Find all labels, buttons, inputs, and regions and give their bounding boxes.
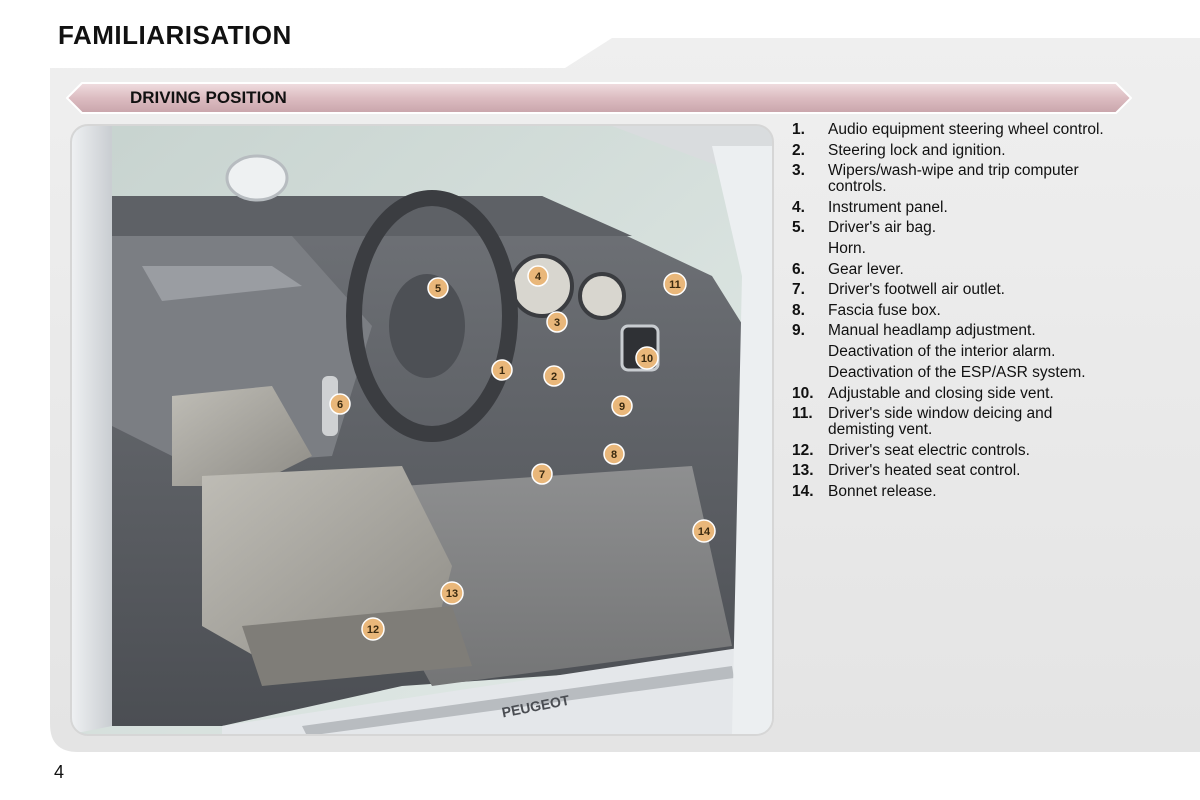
callout-5: 5 xyxy=(427,277,449,299)
svg-text:2: 2 xyxy=(551,371,557,383)
svg-text:5: 5 xyxy=(435,283,441,295)
callout-10: 10 xyxy=(635,346,659,370)
section-banner xyxy=(66,82,1132,114)
callout-13: 13 xyxy=(440,581,464,605)
legend-item: 7.Driver's footwell air outlet. xyxy=(792,281,1005,298)
callout-11: 11 xyxy=(663,272,687,296)
svg-text:12: 12 xyxy=(367,624,379,636)
section-title: DRIVING POSITION xyxy=(130,88,287,107)
legend-item: 2.Steering lock and ignition. xyxy=(792,141,1006,159)
svg-text:3: 3 xyxy=(554,317,560,329)
callout-2: 2 xyxy=(543,365,565,387)
svg-text:13: 13 xyxy=(446,588,458,600)
page-number: 4 xyxy=(54,762,65,782)
driving-position-illustration: PEUGEOT 1 2 3 4 5 6 7 8 9 10 11 12 13 14 xyxy=(70,124,774,736)
legend-item: 9.Manual headlamp adjustment.Deactivatio… xyxy=(792,322,1086,381)
legend-item: 6.Gear lever. xyxy=(792,260,904,278)
car-interior-drawing: PEUGEOT 1 2 3 4 5 6 7 8 9 10 11 12 13 14 xyxy=(72,126,772,734)
svg-text:9: 9 xyxy=(619,401,625,413)
legend-item: 13.Driver's heated seat control. xyxy=(792,462,1021,479)
legend-item: 5.Driver's air bag.Horn. xyxy=(792,219,937,257)
legend-item: 8.Fascia fuse box. xyxy=(792,301,941,319)
callout-3: 3 xyxy=(546,311,568,333)
legend-item: 1.Audio equipment steering wheel control… xyxy=(792,121,1104,138)
svg-text:6: 6 xyxy=(337,399,343,411)
svg-text:8: 8 xyxy=(611,449,617,461)
callout-14: 14 xyxy=(692,519,716,543)
legend-list: 1.Audio equipment steering wheel control… xyxy=(792,122,1122,504)
callout-8: 8 xyxy=(603,443,625,465)
legend-item: 10.Adjustable and closing side vent. xyxy=(792,384,1054,402)
callout-6: 6 xyxy=(329,393,351,415)
callout-4: 4 xyxy=(527,265,549,287)
page-title: FAMILIARISATION xyxy=(58,20,292,50)
callout-1: 1 xyxy=(491,359,513,381)
callout-12: 12 xyxy=(361,617,385,641)
legend-item: 3.Wipers/wash-wipe and trip computer con… xyxy=(792,162,1079,195)
svg-text:7: 7 xyxy=(539,469,545,481)
legend-item: 12.Driver's seat electric controls. xyxy=(792,441,1030,459)
svg-text:11: 11 xyxy=(669,279,681,291)
svg-text:10: 10 xyxy=(641,353,653,365)
svg-text:1: 1 xyxy=(499,365,505,377)
legend-item: 4.Instrument panel. xyxy=(792,198,948,216)
callout-9: 9 xyxy=(611,395,633,417)
legend-item: 14.Bonnet release. xyxy=(792,482,937,500)
legend-item: 11.Driver's side window deicing and demi… xyxy=(792,405,1053,438)
svg-text:14: 14 xyxy=(698,526,711,538)
svg-text:4: 4 xyxy=(535,271,542,283)
callout-7: 7 xyxy=(531,463,553,485)
